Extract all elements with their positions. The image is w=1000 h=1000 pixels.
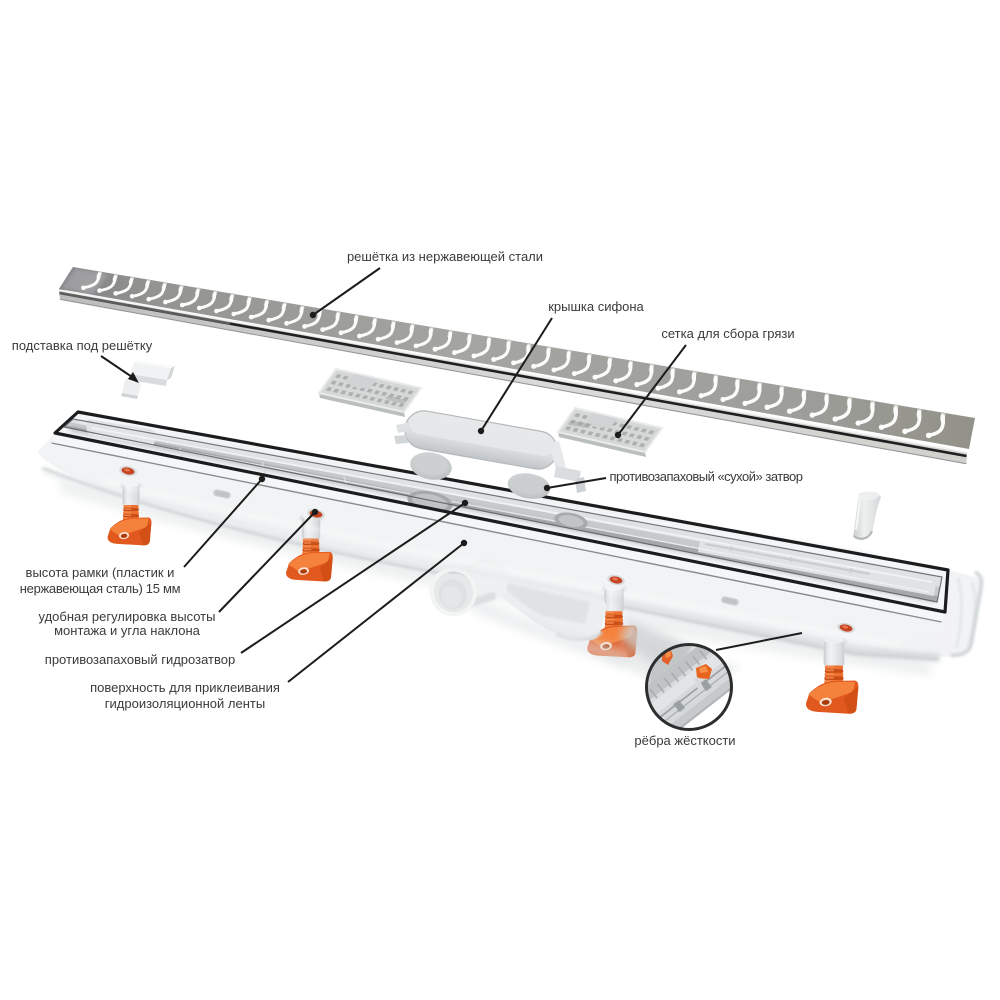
svg-text:гидроизоляционной ленты: гидроизоляционной ленты [105, 696, 265, 711]
svg-text:нержавеющая сталь) 15 мм: нержавеющая сталь) 15 мм [20, 581, 181, 596]
svg-text:рёбра жёсткости: рёбра жёсткости [634, 733, 735, 748]
svg-text:противозапаховый гидрозатвор: противозапаховый гидрозатвор [45, 652, 235, 667]
svg-text:крышка сифона: крышка сифона [548, 299, 644, 314]
svg-text:удобная регулировка высоты: удобная регулировка высоты [39, 609, 216, 624]
svg-text:противозапаховый «сухой» затво: противозапаховый «сухой» затвор [610, 469, 803, 484]
svg-text:поверхность для приклеивания: поверхность для приклеивания [90, 680, 280, 695]
svg-text:сетка для сбора грязи: сетка для сбора грязи [661, 326, 794, 341]
svg-text:высота рамки (пластик и: высота рамки (пластик и [26, 565, 175, 580]
svg-text:монтажа и угла наклона: монтажа и угла наклона [54, 623, 201, 638]
svg-text:решётка из нержавеющей стали: решётка из нержавеющей стали [347, 249, 543, 264]
svg-text:подставка под решётку: подставка под решётку [12, 338, 153, 353]
